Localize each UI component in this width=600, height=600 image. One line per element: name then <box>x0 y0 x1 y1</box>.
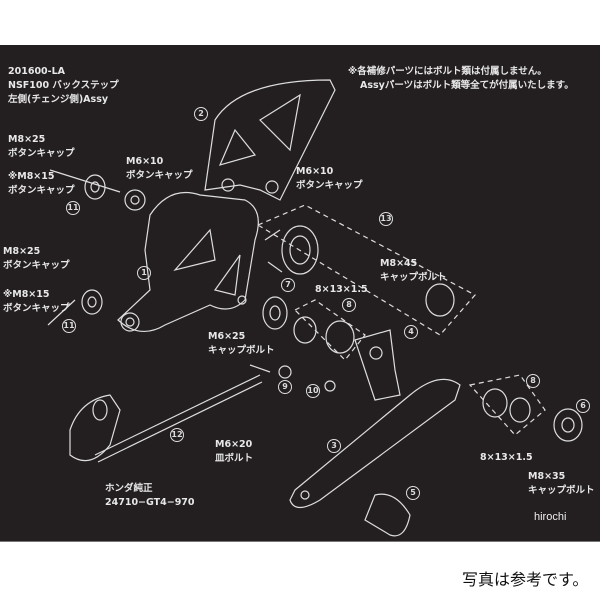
callout-13: 13 <box>379 212 393 226</box>
callout-11-bottom: 11 <box>62 319 76 333</box>
callout-6: 6 <box>576 399 590 413</box>
label-washer-bottom: 8×13×1.5 <box>480 452 533 463</box>
callout-2: 2 <box>194 107 208 121</box>
product-name: NSF100 バックステップ <box>8 80 119 91</box>
heel-plate-outline <box>204 79 336 201</box>
callout-1: 1 <box>137 266 151 280</box>
callout-9: 9 <box>278 380 292 394</box>
note-line-2: Assyパーツはボルト類等全てが付属いたします。 <box>360 80 574 91</box>
diagram-panel: 201600-LA NSF100 バックステップ 左側(チェンジ側)Assy ※… <box>0 45 600 542</box>
callout-4: 4 <box>404 325 418 339</box>
watermark: hirochi <box>534 511 567 523</box>
side-label: 左側(チェンジ側)Assy <box>8 94 109 105</box>
shift-lever-outline <box>289 378 461 509</box>
callout-8-bottom: 8 <box>526 374 540 388</box>
caption-reference-photo: 写真は参考です。 <box>462 570 589 589</box>
footpeg-dashed-box <box>256 204 476 336</box>
exploded-parts-drawing <box>47 79 583 537</box>
callout-10: 10 <box>306 384 320 398</box>
callout-7: 7 <box>281 278 295 292</box>
callout-5: 5 <box>406 486 420 500</box>
label-washer-top: 8×13×1.5 <box>315 284 368 295</box>
callout-11-top: 11 <box>66 201 80 215</box>
main-plate-outline <box>117 191 259 332</box>
callout-12: 12 <box>170 428 184 442</box>
callout-8-top: 8 <box>342 298 356 312</box>
callout-3: 3 <box>327 439 341 453</box>
note-line-1: ※各補修パーツにはボルト類は付属しません。 <box>348 66 547 77</box>
part-number: 201600-LA <box>8 66 66 77</box>
